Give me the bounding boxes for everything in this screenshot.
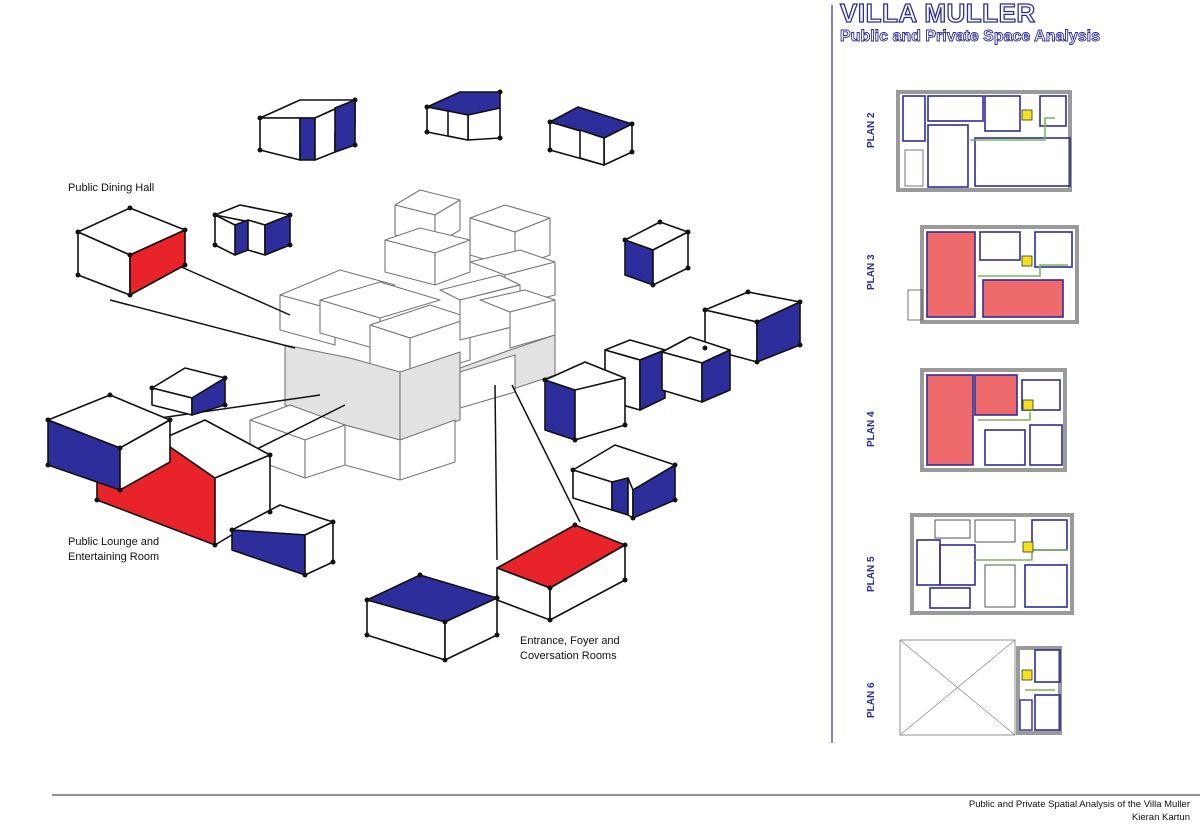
callout-entrance-line1: Entrance, Foyer and xyxy=(520,635,620,647)
private-block-entrance-left xyxy=(366,574,498,661)
private-block-right-mid xyxy=(544,361,626,441)
private-block-top-middle xyxy=(426,91,501,141)
public-lounge-block xyxy=(47,394,271,546)
plan-label-3: PLAN 3 xyxy=(866,254,877,290)
footer-caption: Public and Private Spatial Analysis of t… xyxy=(968,799,1190,810)
private-block-top-right xyxy=(549,106,633,166)
plan-5-drawing xyxy=(910,513,1074,615)
private-block-right-lower xyxy=(572,444,676,519)
callout-lounge-line2: Entertaining Room xyxy=(68,551,160,563)
plan-4-drawing xyxy=(920,368,1067,472)
plan-label-2: PLAN 2 xyxy=(866,112,877,148)
plan-label-5: PLAN 5 xyxy=(866,556,877,592)
footer-author: Kieran Kartun xyxy=(1131,812,1190,823)
private-block-right-cluster xyxy=(604,336,731,411)
page-title: VILLA MULLER xyxy=(839,0,1036,29)
private-block-right-small xyxy=(624,221,689,286)
plan-label-6: PLAN 6 xyxy=(866,682,877,718)
plan-6-drawing xyxy=(899,639,1062,736)
private-block-top-left xyxy=(259,99,356,161)
public-dining-hall-block xyxy=(77,207,186,296)
private-block-small-left xyxy=(214,204,291,256)
callout-entrance-line2: Coversation Rooms xyxy=(520,650,617,662)
plan-2-drawing xyxy=(896,90,1072,192)
public-entrance-block xyxy=(496,524,626,621)
plan-3-drawing xyxy=(907,225,1079,324)
page-subtitle: Public and Private Space Analysis xyxy=(840,28,1101,46)
plan-label-4: PLAN 4 xyxy=(866,411,877,447)
callout-dining-hall: Public Dining Hall xyxy=(68,182,155,194)
private-block-lounge-top xyxy=(151,367,226,416)
central-building-mass xyxy=(249,189,556,481)
vertex-dots xyxy=(45,89,803,663)
callout-lounge-line1: Public Lounge and xyxy=(68,536,160,548)
